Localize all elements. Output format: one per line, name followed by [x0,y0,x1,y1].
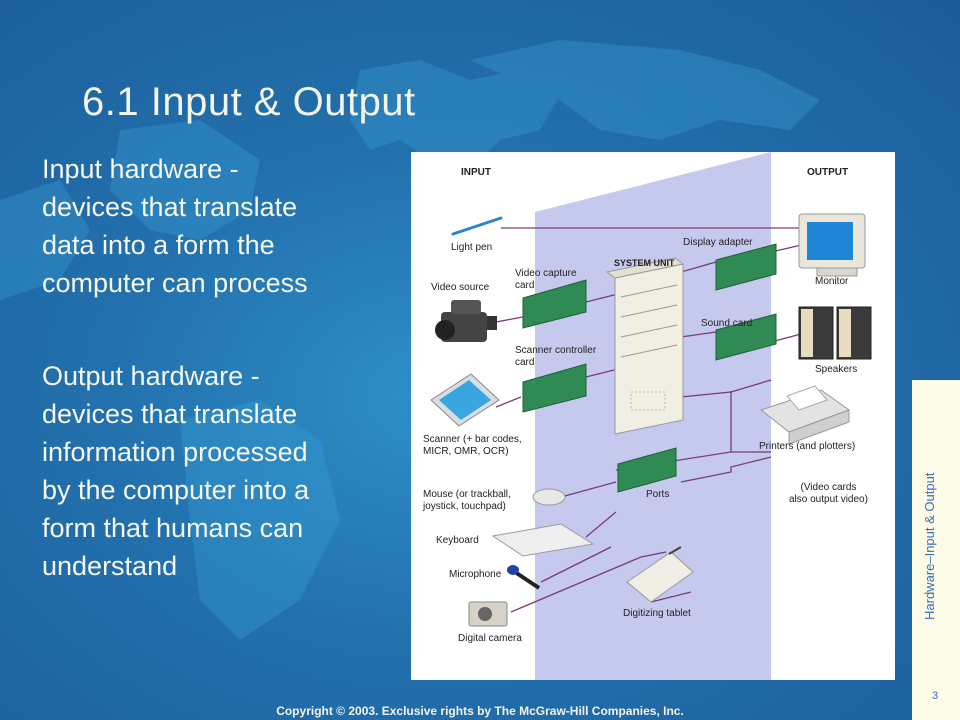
copyright-footer: Copyright © 2003. Exclusive rights by Th… [276,704,684,718]
scanner-label-line: Scanner (+ bar codes, [423,434,522,445]
bullet-line: devices that translate [42,399,298,429]
sound-card-icon [715,313,777,361]
video-cards-note: (Video cards also output video) [789,482,868,506]
bullet-line: understand [42,551,178,581]
display-adapter-label: Display adapter [683,237,753,248]
ports-card-icon [617,447,677,493]
mouse-label-line: joystick, touchpad) [423,501,506,512]
video-capture-card-label: Video capture card [515,268,577,292]
mouse-label: Mouse (or trackball, joystick, touchpad) [423,489,511,513]
side-bar [912,380,960,720]
page-number: 3 [932,690,939,702]
light-pen-icon [451,216,503,236]
bullet-line: devices that translate [42,192,298,222]
bullet-line: information processed [42,437,308,467]
bullet-line: data into a form the [42,230,275,260]
video-cards-note-line: also output video) [789,494,868,505]
printer-icon [759,385,851,445]
speakers-icon [798,306,872,360]
keyboard-icon [491,523,595,557]
slide-title: 6.1 Input & Output [82,80,416,124]
light-pen-label: Light pen [451,242,493,253]
ports-label: Ports [646,489,670,500]
video-capture-card-label-line: card [515,280,535,291]
scanner-controller-card-label-line: card [515,357,535,368]
io-diagram-graphics [430,152,872,680]
scanner-label: Scanner (+ bar codes, MICR, OMR, OCR) [423,434,522,458]
scanner-icon [430,373,500,427]
printers-label: Printers (and plotters) [759,441,856,452]
video-source-label: Video source [431,282,490,293]
display-adapter-card-icon [715,243,777,291]
digitizing-tablet-label: Digitizing tablet [623,608,691,619]
digital-camera-label: Digital camera [458,633,522,644]
system-unit-icon [605,257,685,435]
bullet-line: by the computer into a [42,475,310,505]
speakers-label: Speakers [815,364,858,375]
mouse-label-line: Mouse (or trackball, [423,489,511,500]
video-camera-icon [435,300,497,342]
sound-card-label: Sound card [701,318,753,329]
output-heading: OUTPUT [807,167,849,178]
scanner-label-line: MICR, OMR, OCR) [423,446,509,457]
mouse-icon [532,488,566,506]
bullet-line: Input hardware - [42,154,239,184]
digital-camera-icon [468,601,508,627]
digitizing-tablet-icon [626,546,694,603]
scanner-controller-card-label: Scanner controller card [515,345,596,369]
side-label: Hardware–Input & Output [922,472,937,620]
bullet-line: computer can process [42,268,308,298]
video-cards-note-line: (Video cards [800,482,857,493]
video-capture-card-icon [522,279,587,329]
scanner-controller-card-icon [522,363,587,413]
scanner-controller-card-label-line: Scanner controller [515,345,597,356]
bullet-line: Output hardware - [42,361,260,391]
input-heading: INPUT [461,167,491,178]
monitor-icon [798,213,866,277]
microphone-icon [507,565,541,590]
monitor-label: Monitor [815,276,849,287]
bullet-input-hardware: Input hardware - devices that translate … [42,150,372,302]
bullet-line: form that humans can [42,513,304,543]
system-unit-label: SYSTEM UNIT [614,258,675,268]
microphone-label: Microphone [449,569,502,580]
keyboard-label: Keyboard [436,535,479,546]
io-diagram: INPUT OUTPUT SYSTEM UNIT Light pen Video… [411,152,895,680]
video-capture-card-label-line: Video capture [515,268,577,279]
bullet-output-hardware: Output hardware - devices that translate… [42,357,372,585]
